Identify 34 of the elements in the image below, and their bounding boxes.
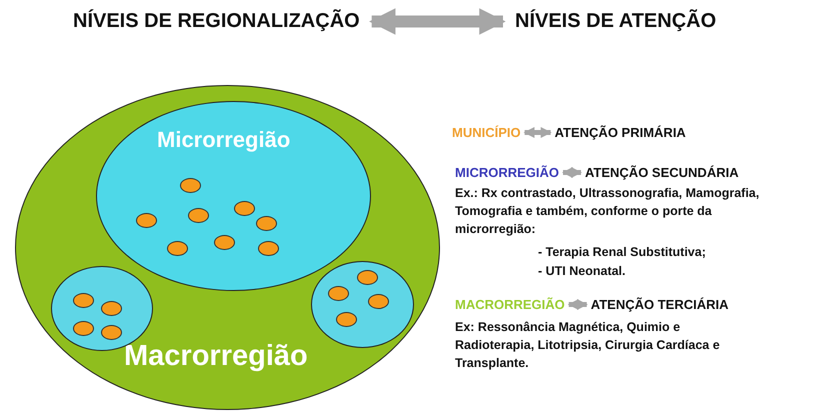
municipality-dot <box>328 286 349 301</box>
municipality-dot <box>188 208 209 223</box>
description-text: - UTI Neonatal. <box>538 263 627 280</box>
region-label: Macrorregião <box>124 340 308 373</box>
municipality-dot <box>167 241 188 256</box>
municipality-dot <box>368 294 389 309</box>
municipality-dot <box>336 312 357 327</box>
municipality-dot <box>357 270 378 285</box>
level-label: ATENÇÃO SECUNDÁRIA <box>585 165 739 180</box>
municipality-dot <box>214 235 235 250</box>
description-text: Ex.: Rx contrastado, Ultrassonografia, Mamografia, Tomografia e também, conforme o porte da microrregião: <box>455 185 760 238</box>
double-arrow <box>369 8 506 35</box>
level-label: ATENÇÃO TERCIÁRIA <box>590 297 728 312</box>
heading: NÍVEIS DE ATENÇÃO <box>515 10 716 33</box>
level-label: MUNICÍPIO <box>452 125 521 140</box>
municipality-dot <box>258 241 279 256</box>
double-arrow <box>568 299 588 310</box>
municipality-dot <box>234 201 255 216</box>
municipality-dot <box>101 325 122 340</box>
region-label: Microrregião <box>157 127 290 153</box>
municipality-dot <box>73 321 94 336</box>
level-label: MICRORREGIÃO <box>455 165 559 180</box>
municipality-dot <box>101 301 122 316</box>
municipality-dot <box>73 293 94 308</box>
level-label: ATENÇÃO PRIMÁRIA <box>554 125 686 140</box>
description-text: - Terapia Renal Substitutiva; <box>538 244 707 261</box>
municipality-dot <box>256 216 277 231</box>
description-text: Ex: Ressonância Magnética, Quimio e Radioterapia, Litotripsia, Cirurgia Cardíaca e Transplante. <box>455 319 721 372</box>
double-arrow <box>562 167 582 178</box>
municipality-dot <box>180 178 201 193</box>
municipality-dot <box>136 213 157 228</box>
double-arrow <box>524 127 552 138</box>
heading: NÍVEIS DE REGIONALIZAÇÃO <box>73 10 360 33</box>
level-label: MACRORREGIÃO <box>455 297 565 312</box>
